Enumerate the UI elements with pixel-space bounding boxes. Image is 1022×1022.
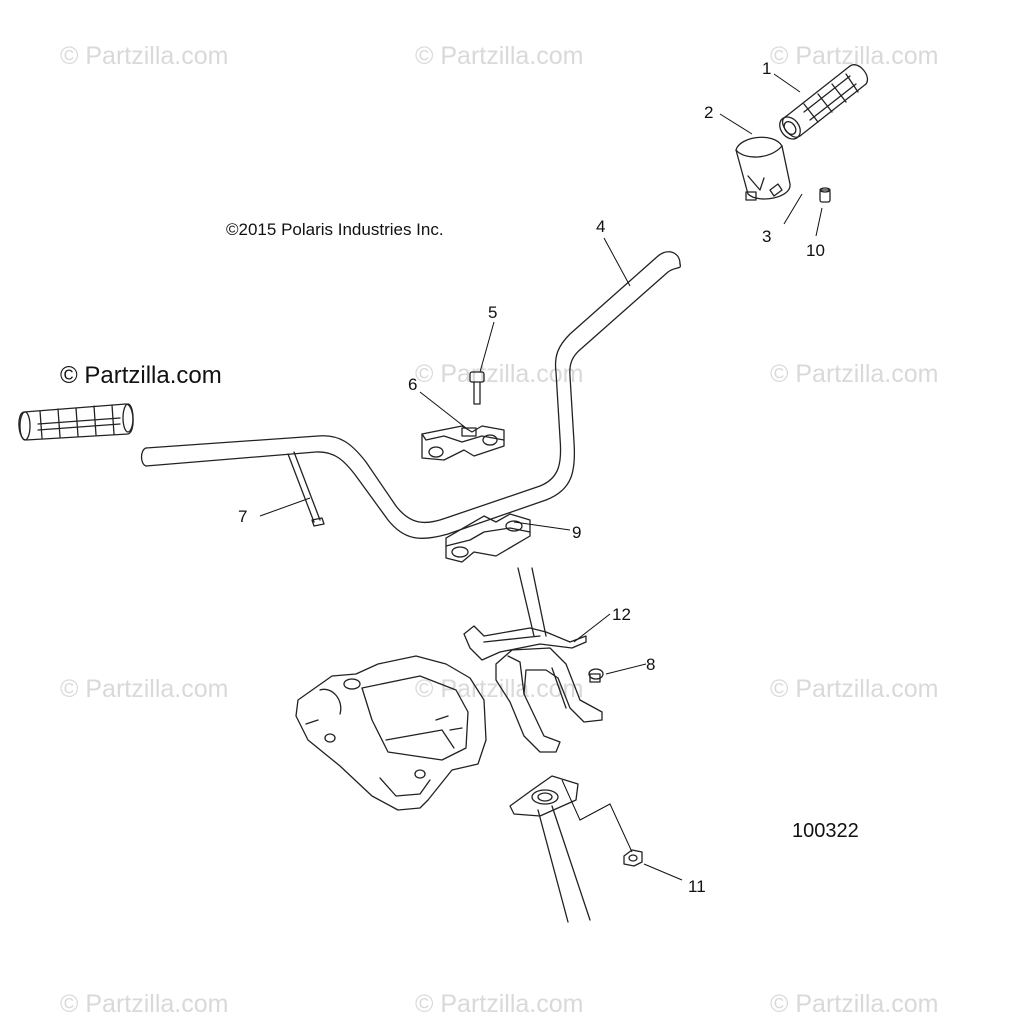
copyright-notice: ©2015 Polaris Industries Inc. <box>226 220 444 239</box>
watermark: © Partzilla.com <box>770 990 939 1018</box>
mount-bracket <box>463 625 603 753</box>
diagram-number: 100322 <box>792 820 859 842</box>
callout-11: 11 <box>688 877 706 896</box>
callout-3: 3 <box>762 227 771 246</box>
watermark: © Partzilla.com <box>770 42 939 70</box>
watermark: © Partzilla.com <box>415 675 584 703</box>
callout-1: 1 <box>762 59 771 78</box>
hex-nut <box>623 849 643 867</box>
upper-clamp <box>421 425 505 461</box>
watermark: © Partzilla.com <box>60 990 229 1018</box>
leader-lines <box>259 73 823 881</box>
right-grip <box>779 64 869 140</box>
small-screw <box>769 183 783 197</box>
watermark: © Partzilla.com <box>60 42 229 70</box>
watermark: © Partzilla.com <box>415 990 584 1018</box>
callout-10: 10 <box>806 241 825 260</box>
brand-mark: © Partzilla.com <box>60 362 222 389</box>
left-grip <box>18 403 134 441</box>
long-rod <box>287 451 325 527</box>
watermark: © Partzilla.com <box>770 675 939 703</box>
watermark: © Partzilla.com <box>770 360 939 388</box>
clamp-bolt <box>469 371 485 405</box>
watermark: © Partzilla.com <box>415 42 584 70</box>
watermark: © Partzilla.com <box>60 675 229 703</box>
throttle-housing <box>735 136 791 201</box>
handlebar <box>140 251 682 540</box>
callout-4: 4 <box>596 217 605 236</box>
bearing-flange <box>509 775 579 817</box>
callout-9: 9 <box>572 523 581 542</box>
callout-12: 12 <box>612 605 631 624</box>
callout-6: 6 <box>408 375 417 394</box>
callout-7: 7 <box>238 507 247 526</box>
callout-5: 5 <box>488 303 497 322</box>
flange-bolt <box>588 668 604 683</box>
callout-8: 8 <box>646 655 655 674</box>
small-cap <box>819 187 831 203</box>
handlebar-housing <box>295 655 487 811</box>
lower-clamp <box>445 513 531 563</box>
callout-2: 2 <box>704 103 713 122</box>
steering-shaft <box>517 567 591 923</box>
